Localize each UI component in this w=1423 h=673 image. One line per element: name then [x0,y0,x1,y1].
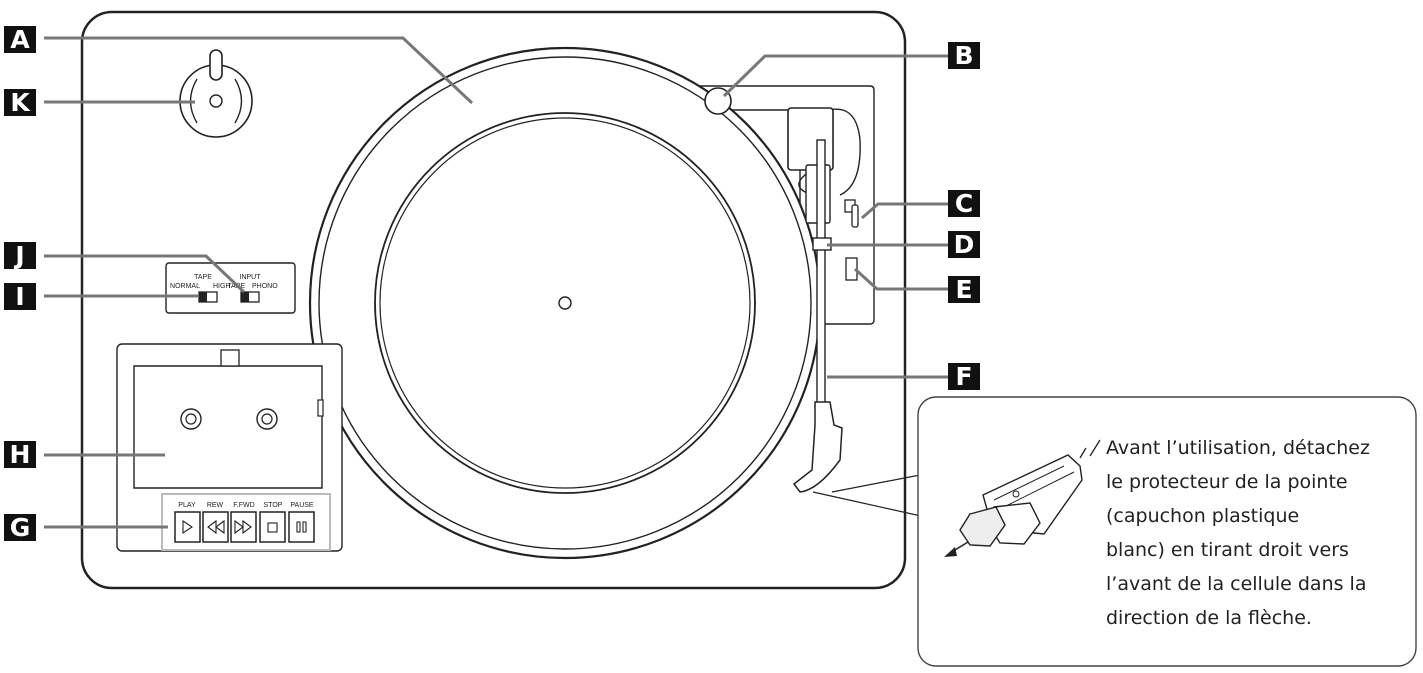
rew-label: REW [207,502,224,509]
cassette-deck [116,343,343,552]
play-icon [182,519,193,535]
input-switch-phono: PHONO [252,283,278,290]
stop-button[interactable] [259,511,286,543]
platter [308,46,822,560]
label-k: K [4,88,36,117]
play-label: PLAY [178,502,196,509]
tape-switch-normal: NORMAL [170,283,200,290]
label-c-text: C [955,189,973,218]
note-line-6: direction de la flèche. [1106,607,1312,629]
callout-connector [812,474,931,519]
play-button[interactable] [174,511,201,543]
stop-label: STOP [264,502,283,509]
tape-switch-high: HIGH [213,283,231,290]
note-line-2: le protecteur de la pointe [1106,471,1348,493]
label-f: F [948,362,980,391]
cartridge-illustration [944,439,1101,557]
label-d: D [948,230,980,259]
speed-knob [179,49,253,138]
note-line-4: blanc) en tirant droit vers [1106,539,1349,561]
label-j-text: J [13,241,24,270]
transport-buttons: PLAY REW F.FWD STOP PAUSE [174,502,315,543]
label-h: H [4,440,36,469]
label-f-text: F [955,362,972,391]
label-g: G [4,513,36,542]
note-line-5: l’avant de la cellule dans la [1106,573,1366,595]
label-g-text: G [10,513,31,542]
leader-b [722,54,954,98]
label-c: C [948,189,980,218]
label-b-text: B [954,41,973,70]
label-a: A [4,25,36,54]
note-line-3: (capuchon plastique [1106,505,1299,527]
input-switch-title: INPUT [240,274,262,281]
leader-a [44,36,474,105]
label-e: E [948,275,980,304]
leader-j [44,254,246,294]
pause-label: PAUSE [290,502,314,509]
rewind-icon [207,519,225,535]
label-e-text: E [955,275,972,304]
label-h-text: H [10,440,31,469]
ffwd-label: F.FWD [233,502,254,509]
label-k-text: K [10,88,31,117]
label-d-text: D [954,230,975,259]
label-a-text: A [10,25,30,54]
leader-e [853,267,954,291]
pause-icon [296,521,307,533]
label-b: B [948,41,980,70]
leader-c [861,202,962,220]
stop-icon [267,522,278,533]
tape-switch-title: TAPE [194,274,212,281]
tonearm [787,107,861,493]
fast-forward-icon [234,519,252,535]
label-j: J [4,241,36,270]
label-i: I [4,282,36,311]
label-i-text: I [15,282,24,311]
pause-button[interactable] [288,511,315,543]
switch-panel: TAPE NORMAL HIGH INPUT TAPE PHONO [165,262,296,314]
callout-box [917,396,1417,667]
note-line-1: Avant l’utilisation, détachez [1106,437,1370,459]
